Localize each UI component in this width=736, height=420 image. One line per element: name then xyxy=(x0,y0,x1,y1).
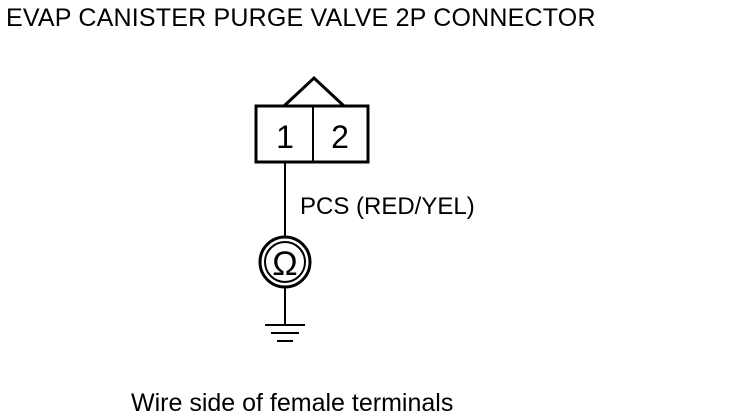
wire-label: PCS (RED/YEL) xyxy=(300,193,475,220)
terminal-2-label: 2 xyxy=(331,119,349,155)
terminal-1-label: 1 xyxy=(276,119,294,155)
connector-lock-tab xyxy=(282,75,346,108)
ohm-symbol: Ω xyxy=(272,245,297,283)
diagram-title: EVAP CANISTER PURGE VALVE 2P CONNECTOR xyxy=(6,4,596,32)
ground-icon xyxy=(265,324,305,342)
ohmmeter-icon: Ω xyxy=(258,235,312,289)
view-caption: Wire side of female terminals xyxy=(131,389,454,417)
